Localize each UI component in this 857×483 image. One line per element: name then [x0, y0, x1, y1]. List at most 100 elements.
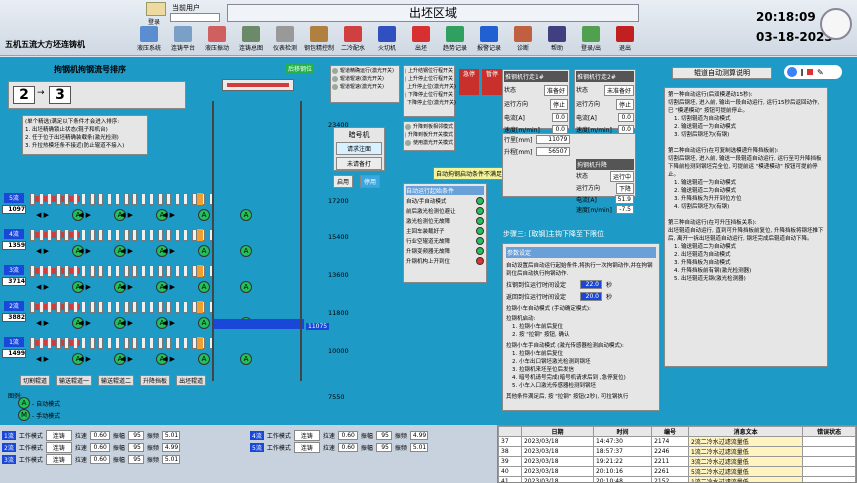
strand-tag[interactable]: 4流 [4, 229, 24, 239]
roller [106, 193, 112, 205]
auto-mode-icon[interactable]: A [198, 317, 210, 329]
settings-label: 返回到位运行时间设定 [506, 294, 567, 301]
alarm-cell: 38 [498, 446, 522, 457]
pusher-field-value: 停止 [549, 99, 568, 110]
auto-mode-icon[interactable]: A [156, 317, 168, 329]
guide-block: 第一种自动运行(后双模递动15秒):切割后钢坯, 进入前, 输出一段自动运行, … [668, 91, 824, 139]
auto-mode-icon[interactable]: A [240, 245, 252, 257]
strand-tag[interactable]: 1流 [4, 337, 24, 347]
pusher-title: 推钢机行走2# [576, 71, 634, 82]
cond-text: 前后激光检测位避让 [406, 209, 456, 215]
toolbar-item[interactable]: 钢包精控制 [302, 26, 336, 52]
strand-param-tag[interactable]: 2流 [2, 443, 16, 452]
strand-param-tag[interactable]: 1流 [2, 431, 16, 440]
toolbar-item[interactable]: 连铸平台 [166, 26, 200, 52]
auto-mode-icon[interactable]: A [114, 281, 126, 293]
auto-mode-icon[interactable]: A [72, 245, 84, 257]
auto-mode-icon[interactable]: A [114, 317, 126, 329]
strand-param-tag[interactable]: 5流 [250, 443, 264, 452]
arrow-right-icon: → [37, 88, 45, 98]
freq-value: 4.99 [409, 431, 428, 440]
settings-input[interactable]: 20.0 [580, 292, 602, 301]
toolbar-item[interactable]: 二冷配水 [336, 26, 370, 52]
auto-mode-icon[interactable]: A [156, 281, 168, 293]
order-to[interactable]: 3 [49, 86, 71, 104]
toolbar-item[interactable]: 液压振动 [200, 26, 234, 52]
toolbar-item[interactable]: 报警记录 [472, 26, 506, 52]
strand-tag[interactable]: 2流 [4, 301, 24, 311]
cond-text: 自动/手自动模式 [406, 199, 447, 205]
strand-param-tag[interactable]: 4流 [250, 431, 264, 440]
auto-mode-icon[interactable]: A [72, 317, 84, 329]
cutting-billet [30, 196, 80, 202]
auto-mode-icon[interactable]: A [198, 353, 210, 365]
emergency-button[interactable]: 急停 [459, 69, 479, 95]
pen-icon[interactable]: ✎ [817, 67, 824, 77]
auto-mode-icon[interactable]: A [72, 281, 84, 293]
user-avatar-icon[interactable] [146, 2, 166, 16]
roller [106, 229, 112, 241]
auto-mode-icon[interactable]: A [240, 281, 252, 293]
auto-mode-icon[interactable]: A [240, 353, 252, 365]
guide-line: 2. 输送辊道一为自动模式 [674, 124, 736, 130]
code-request-button[interactable]: 请求注面 [336, 142, 382, 155]
toolbar-item[interactable]: 仪表检测 [268, 26, 302, 52]
toolbar-item[interactable]: 帮助 [540, 26, 574, 52]
auto-mode-icon[interactable]: A [114, 353, 126, 365]
auto-mode-icon[interactable]: A [156, 209, 168, 221]
toolbar-item[interactable]: 诊断 [506, 26, 540, 52]
toolbar-item[interactable]: 登录/出 [574, 26, 608, 52]
record-icon[interactable] [787, 67, 797, 77]
settings-input[interactable]: 22.0 [580, 280, 602, 289]
speed-label: 拉速 [74, 433, 87, 440]
auto-mode-icon[interactable]: A [240, 209, 252, 221]
toolbar-icon [446, 26, 464, 42]
start-button[interactable]: 启用 [333, 175, 354, 188]
auto-mode-icon[interactable]: A [114, 245, 126, 257]
auto-mode-icon[interactable]: A [156, 353, 168, 365]
pause-icon[interactable] [801, 68, 803, 76]
strand-count: 3882 [2, 313, 26, 322]
mode-value: 连铸 [45, 454, 72, 465]
strand-param-tag[interactable]: 3流 [2, 455, 16, 464]
pusher-field-value: 未准备好 [603, 85, 634, 96]
pusher-field-label: 状态 [576, 87, 589, 94]
toolbar-label: 液压系统 [136, 45, 161, 52]
auto-cond-window-title: 自动运行起始条件 [406, 186, 484, 195]
strand-tag[interactable]: 3流 [4, 265, 24, 275]
auto-mode-icon[interactable]: A [198, 209, 210, 221]
auto-mode-icon[interactable]: A [156, 245, 168, 257]
roller [166, 265, 171, 277]
roller [123, 337, 129, 349]
roller [157, 265, 163, 277]
toolbar-item[interactable]: 趋势记录 [438, 26, 472, 52]
auto-mode-icon[interactable]: A [72, 353, 84, 365]
auto-mode-icon[interactable]: A [114, 209, 126, 221]
toolbar-item[interactable]: 液压系统 [132, 26, 166, 52]
auto-mode-icon[interactable]: A [72, 209, 84, 221]
auto-mode-icon[interactable]: A [198, 245, 210, 257]
stop-button[interactable]: 停用 [360, 175, 381, 188]
toolbar-item[interactable]: 退出 [608, 26, 642, 52]
toolbar-item[interactable]: 火切机 [370, 26, 404, 52]
status-row: 下降停止位(激光开关) [405, 99, 456, 106]
stop-icon[interactable] [807, 69, 813, 75]
status-text: 使用激光开关模式 [412, 140, 453, 146]
auto-mode-icon[interactable]: A [198, 281, 210, 293]
pause-button[interactable]: 暂停 [482, 69, 502, 95]
strand-count: 1359 [2, 241, 26, 250]
toolbar-item[interactable]: 出坯 [404, 26, 438, 52]
status-lamp-icon [332, 75, 338, 82]
strand-tag[interactable]: 5流 [4, 193, 24, 203]
pusher-title: 推钢机行走1# [504, 71, 568, 82]
order-from[interactable]: 2 [13, 86, 35, 104]
toolbar-item[interactable]: 连铸总图 [234, 26, 268, 52]
code-ready-button[interactable]: 未请备打 [336, 157, 382, 170]
